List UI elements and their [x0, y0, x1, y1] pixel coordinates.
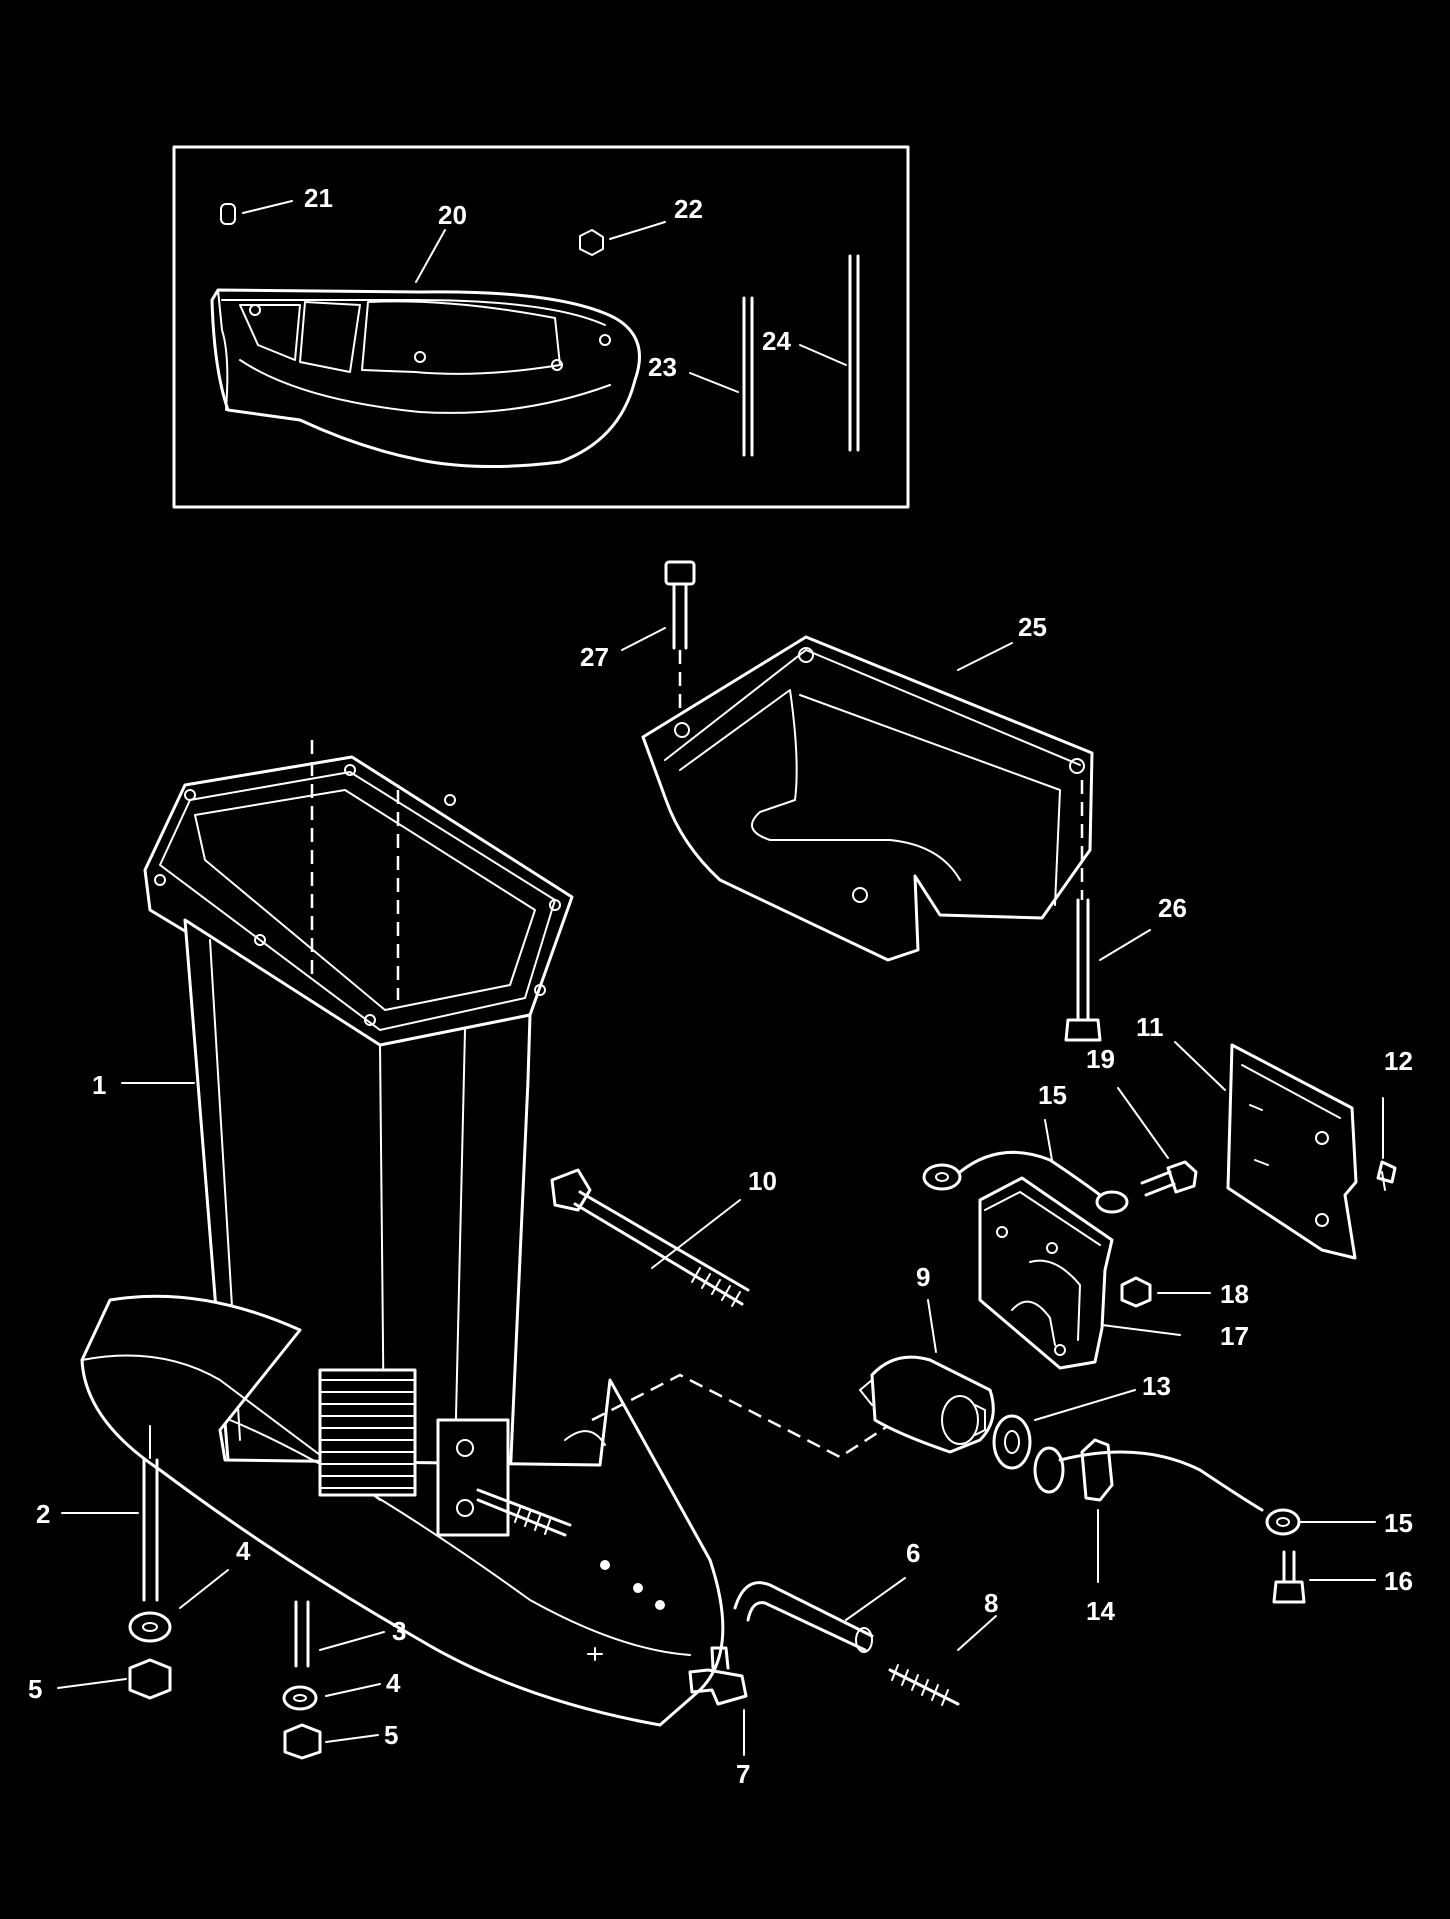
part-21-pin	[220, 200, 293, 225]
part-22-nut	[579, 221, 666, 256]
part-17-mount-bracket	[978, 1176, 1181, 1370]
part-3-stud	[294, 1600, 385, 1668]
part-24-stud	[799, 254, 860, 452]
callout-26: 26	[1158, 893, 1187, 923]
callout-13: 13	[1142, 1371, 1171, 1401]
part-1-driveshaft-housing	[80, 740, 725, 1727]
part-9-rubber-mount	[859, 1299, 995, 1454]
callout-4-lower: 4	[386, 1668, 401, 1698]
callout-23: 23	[648, 352, 677, 382]
part-18-nut	[1120, 1276, 1211, 1308]
callout-21: 21	[304, 183, 333, 213]
callout-10: 10	[748, 1166, 777, 1196]
callout-7: 7	[736, 1759, 750, 1789]
part-13-washer	[992, 1389, 1136, 1470]
callout-16: 16	[1384, 1566, 1413, 1596]
callout-4-upper: 4	[236, 1536, 251, 1566]
callout-14: 14	[1086, 1596, 1115, 1626]
callout-15-lower: 15	[1384, 1508, 1413, 1538]
part-26-bolt	[1064, 898, 1151, 1042]
part-15-ground-strap-a	[922, 1119, 1129, 1214]
callout-2: 2	[36, 1499, 50, 1529]
callout-25: 25	[1018, 612, 1047, 642]
part-14-cap-nut	[1033, 1438, 1114, 1583]
part-15-ground-strap-b	[1058, 1450, 1376, 1536]
callout-1: 1	[92, 1070, 106, 1100]
callout-19: 19	[1086, 1044, 1115, 1074]
callout-18: 18	[1220, 1279, 1249, 1309]
part-7-fitting	[688, 1646, 748, 1756]
callout-labels: 1 2 3 4 4 5 5 6 7 8 9 10 11 12 13 14 15 …	[28, 183, 1413, 1789]
part-10-bolt	[550, 1168, 750, 1307]
callout-15-upper: 15	[1038, 1080, 1067, 1110]
callout-5-right: 5	[384, 1720, 398, 1750]
water-screen	[318, 1368, 417, 1497]
callout-22: 22	[674, 194, 703, 224]
part-5-nut-b	[283, 1723, 379, 1760]
inset-panel	[172, 145, 910, 509]
callout-9: 9	[916, 1262, 930, 1292]
part-27-bolt	[621, 560, 696, 720]
part-6-hose	[733, 1577, 906, 1653]
part-11-plate	[1174, 1041, 1358, 1260]
callout-5-left: 5	[28, 1674, 42, 1704]
part-23-stud	[689, 296, 754, 457]
callout-6: 6	[906, 1538, 920, 1568]
callout-8: 8	[984, 1588, 998, 1618]
callout-20: 20	[438, 200, 467, 230]
part-16-screw	[1272, 1550, 1376, 1604]
callout-11: 11	[1136, 1012, 1164, 1042]
callout-24: 24	[762, 326, 791, 356]
part-4-washer-a	[128, 1569, 229, 1643]
part-25-cover	[641, 635, 1094, 962]
callout-12: 12	[1384, 1046, 1413, 1076]
part-8-spring	[888, 1615, 997, 1706]
part-20-adapter-housing	[210, 229, 641, 469]
part-4-washer-b	[282, 1683, 381, 1711]
part-12-screw	[1376, 1097, 1397, 1191]
part-19-bolt	[1117, 1087, 1198, 1197]
callout-27: 27	[580, 642, 609, 672]
part-5-nut-a	[57, 1658, 172, 1700]
callout-17: 17	[1220, 1321, 1249, 1351]
callout-3: 3	[392, 1616, 406, 1646]
part-2-stud	[61, 1425, 159, 1602]
